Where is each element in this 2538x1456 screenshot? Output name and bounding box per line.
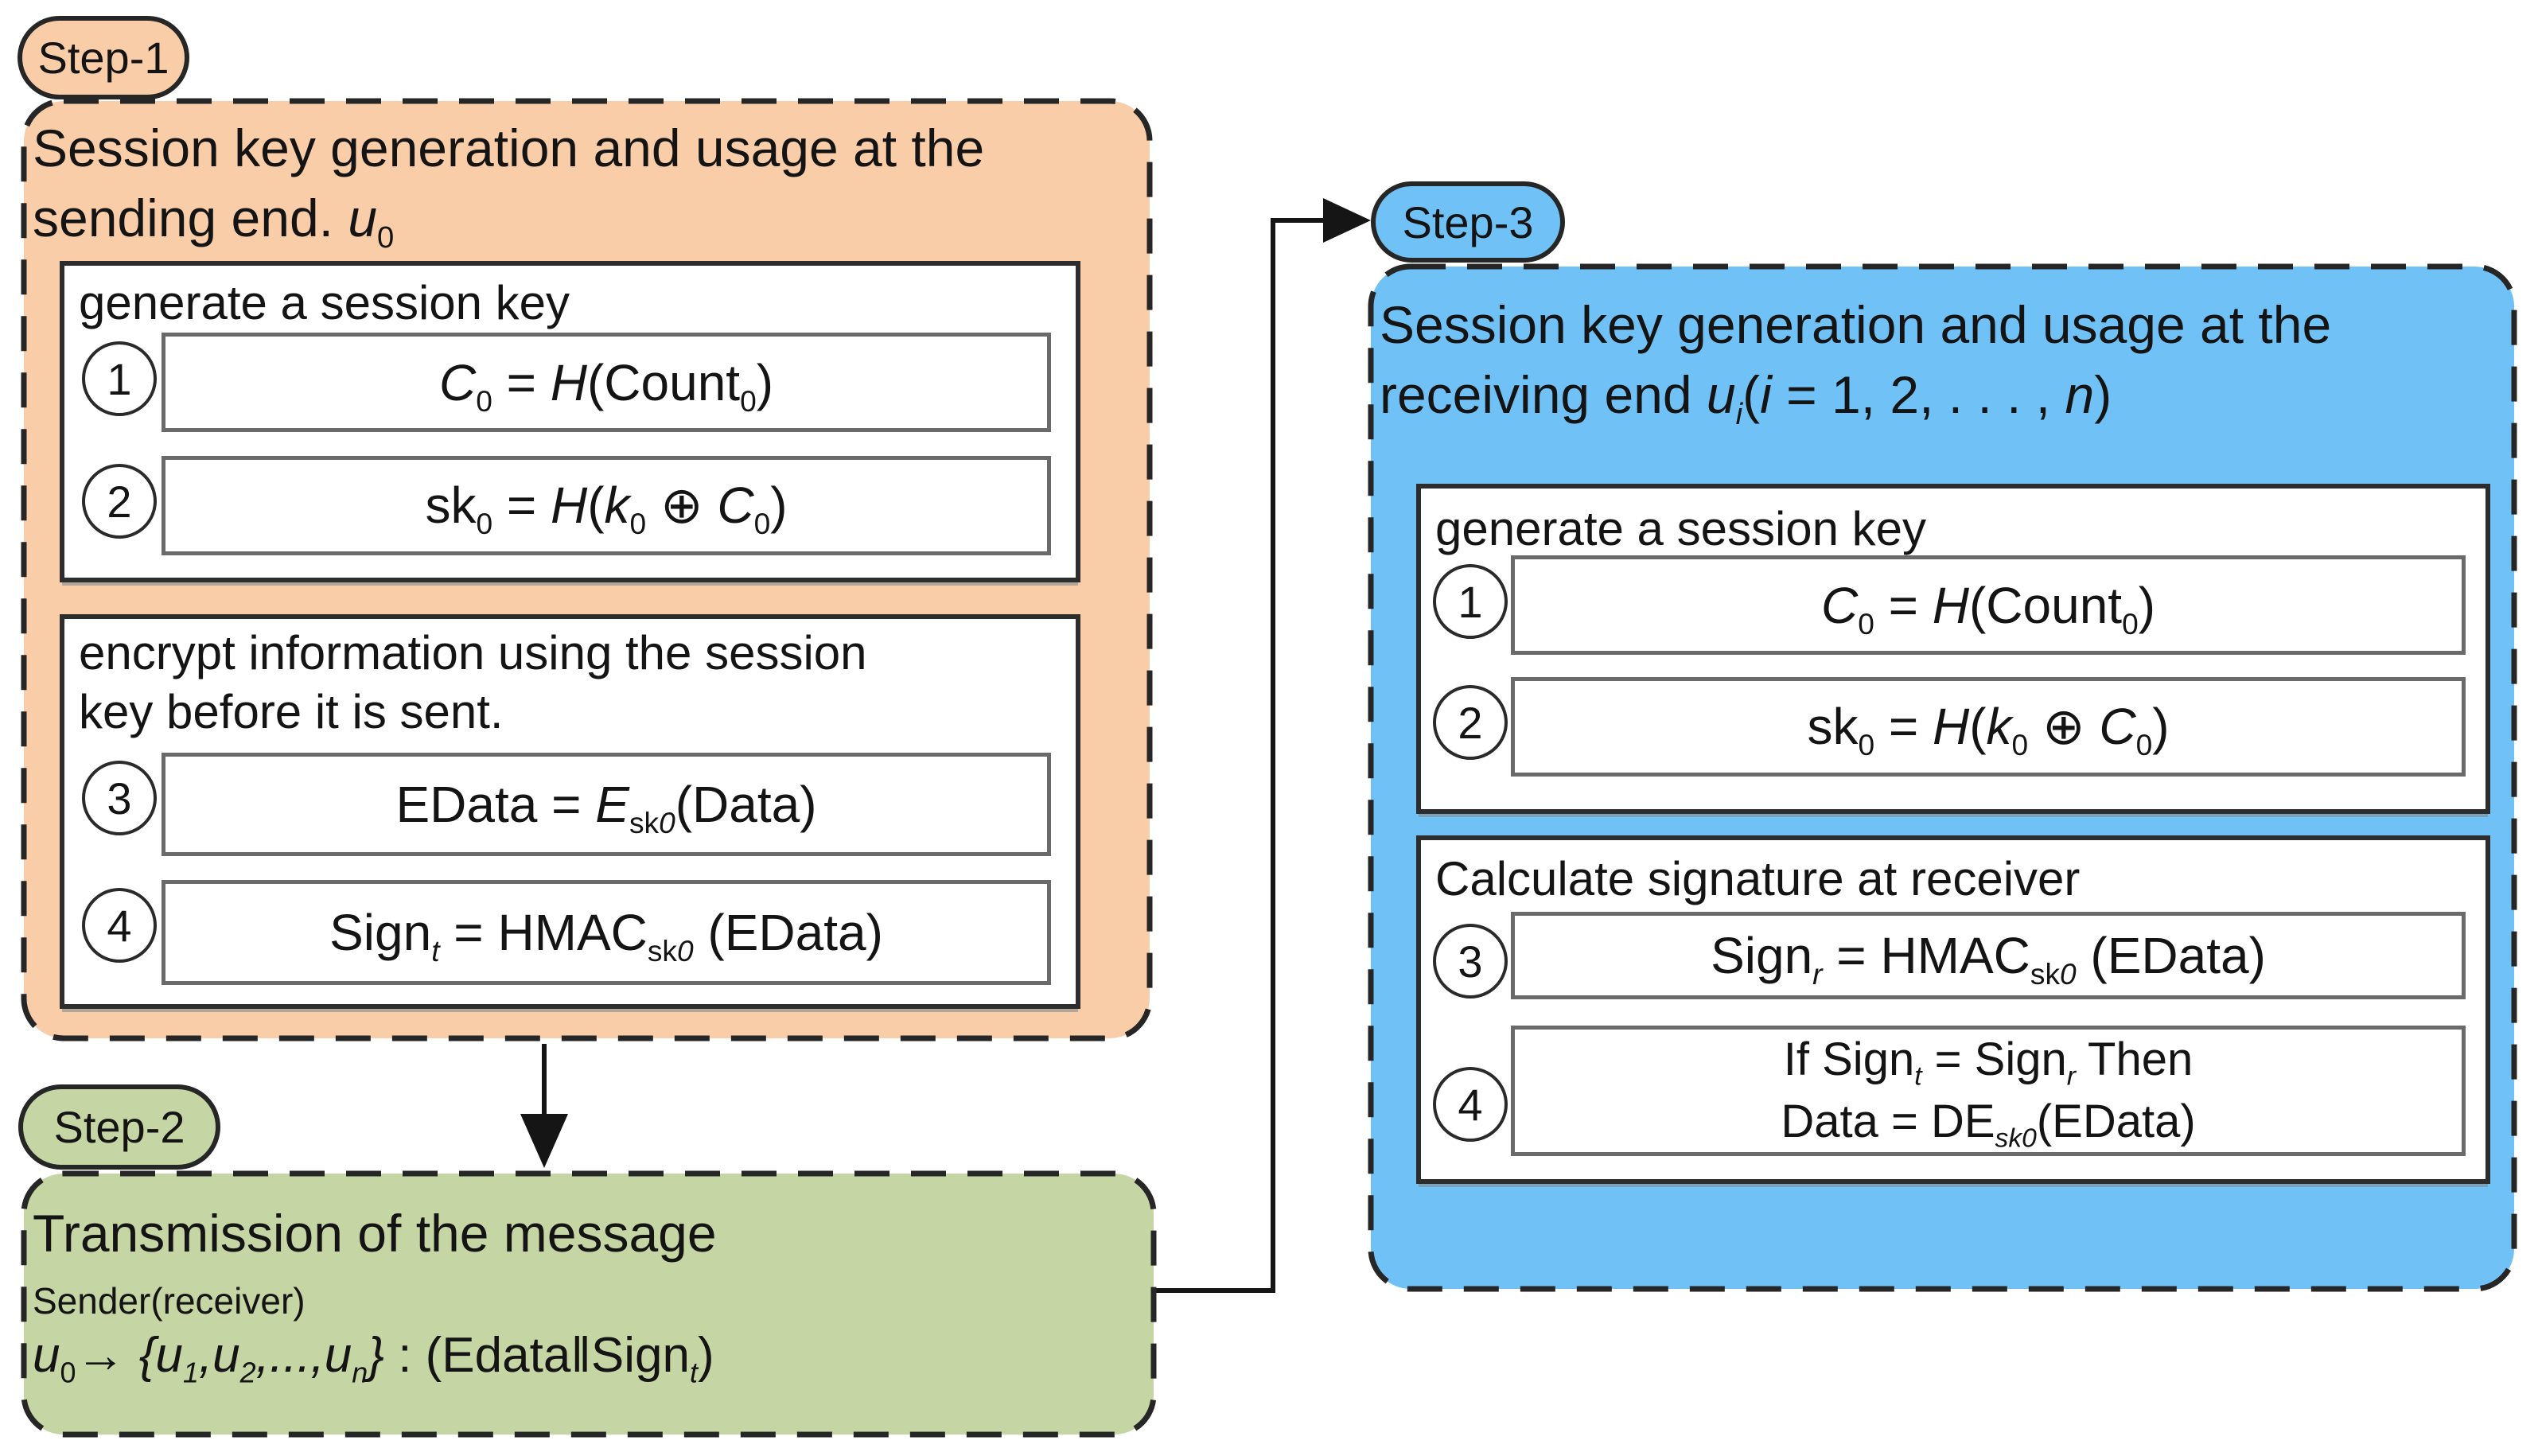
step3-genkey-panel: generate a session key 1 C0 = H(Count0) … (1416, 484, 2490, 814)
step1-genkey-panel: generate a session key 1 C0 = H(Count0) … (60, 261, 1080, 582)
step3-title-line1: Session key generation and usage at the (1380, 295, 2332, 354)
step1-title: Session key generation and usage at the … (33, 113, 984, 253)
step-number-badge-2: 2 (1433, 685, 1508, 760)
step1-title-line1: Session key generation and usage at the (33, 119, 985, 177)
step-number-badge-3: 3 (1433, 924, 1508, 999)
encrypt-label-line2: key before it is sent. (79, 685, 504, 738)
step1-box: Session key generation and usage at the … (20, 97, 1154, 1042)
step-number-badge-1: 1 (1433, 564, 1508, 639)
step2-transmission-formula: u0→ {u1,u2,...,un} : (Edata‖Signt) (33, 1328, 714, 1389)
step-number-badge-3: 3 (82, 761, 157, 835)
step1-title-line2: sending end. u0 (33, 189, 395, 255)
step-number-badge-4: 4 (82, 888, 157, 963)
step2-badge-label: Step-2 (53, 1102, 185, 1152)
formula-box-edata: EData = Esk0(Data) (162, 753, 1051, 856)
step3-title: Session key generation and usage at the … (1380, 290, 2331, 430)
step3-title-line2: receiving end ui(i = 1, 2, . . . , n) (1380, 365, 2112, 432)
step1-badge: Step-1 (18, 16, 189, 99)
formula-box-signr: Signr = HMACsk0 (EData) (1511, 912, 2466, 999)
arrow-step1-to-step2-line (542, 1044, 547, 1119)
formula-box-c0-receiver: C0 = H(Count0) (1511, 555, 2466, 655)
formula-box-sk0: sk0 = H(k0 ⊕ C0) (162, 456, 1051, 555)
step2-sender-receiver: Sender(receiver) (33, 1280, 306, 1322)
step2-dashed-frame (21, 1170, 1157, 1438)
connector-step2-to-step3-h2 (1271, 218, 1326, 223)
step3-badge: Step-3 (1371, 181, 1565, 263)
step1-encrypt-panel: encrypt information using the session ke… (60, 614, 1080, 1009)
step-number-badge-4: 4 (1433, 1067, 1508, 1142)
step2-title: Transmission of the message (33, 1204, 717, 1263)
verify-line: If Signt = Signr Then (1783, 1034, 2194, 1092)
encrypt-label-line1: encrypt information using the session (79, 626, 867, 679)
formula-box-sk0-receiver: sk0 = H(k0 ⊕ C0) (1511, 677, 2466, 777)
decrypt-line: Data = DEsk0(EData) (1781, 1096, 2196, 1154)
genkey-panel-label: generate a session key (79, 276, 570, 329)
formula-box-c0: C0 = H(Count0) (162, 333, 1051, 432)
formula-box-signt: Signt = HMACsk0 (EData) (162, 880, 1051, 985)
connector-step2-to-step3-vertical (1271, 218, 1275, 1293)
step3-signature-panel: Calculate signature at receiver 3 Signr … (1416, 835, 2490, 1184)
step3-badge-label: Step-3 (1402, 197, 1534, 247)
step-number-badge-2: 2 (82, 464, 157, 539)
connector-step2-to-step3-h1 (1156, 1288, 1275, 1293)
step3-box: Session key generation and usage at the … (1367, 263, 2518, 1293)
step1-badge-label: Step-1 (37, 33, 169, 83)
step-number-badge-1: 1 (82, 341, 157, 416)
signature-panel-label: Calculate signature at receiver (1435, 852, 2081, 905)
genkey-panel-label-receiver: generate a session key (1435, 502, 1927, 555)
formula-box-verify-decrypt: If Signt = Signr Then Data = DEsk0(EData… (1511, 1026, 2466, 1156)
arrow-step1-to-step2-head (520, 1114, 568, 1168)
encrypt-panel-label: encrypt information using the session ke… (79, 624, 867, 742)
step2-box: Transmission of the message Sender(recei… (20, 1170, 1158, 1438)
step2-badge: Step-2 (18, 1084, 220, 1170)
connector-arrowhead (1323, 198, 1371, 243)
